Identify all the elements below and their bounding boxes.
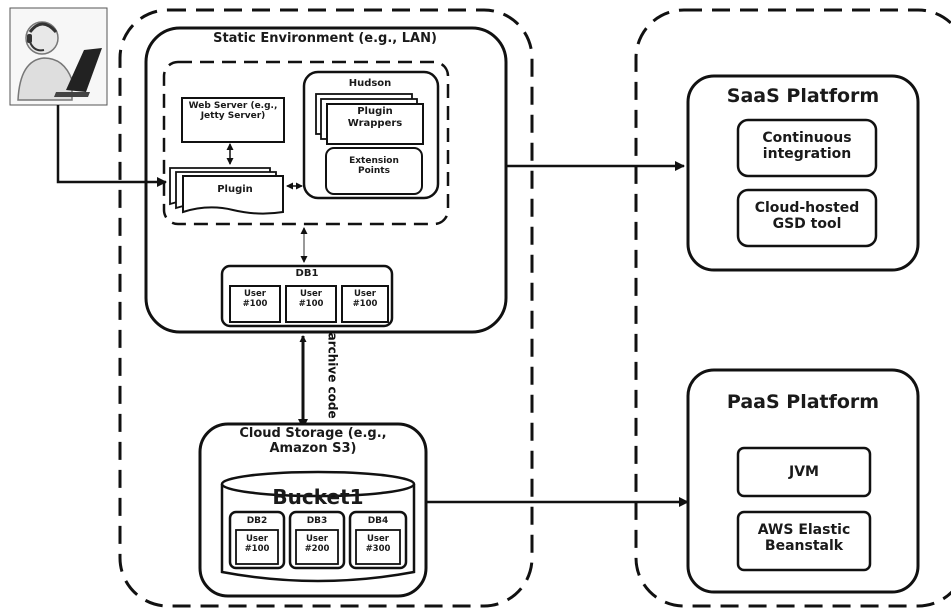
saas-platform-title: SaaS Platform	[726, 85, 880, 107]
plugin-wrappers-label: Plugin Wrappers	[347, 106, 403, 129]
db1-user-label: User #100	[298, 289, 324, 309]
user-laptop-icon	[9, 7, 108, 106]
continuous-integration-box	[736, 118, 878, 178]
cloud-storage-title: Cloud Storage (e.g., Amazon S3)	[239, 426, 387, 456]
db1-label: DB1	[295, 268, 319, 279]
jvm-box	[736, 446, 872, 498]
db4-label: DB4	[367, 516, 389, 526]
right-dashed-container	[634, 8, 951, 608]
jvm-label: JVM	[789, 464, 819, 480]
db2-label: DB2	[246, 516, 268, 526]
db2-user-label: User #100	[244, 534, 270, 554]
aws-beanstalk-box	[736, 510, 872, 572]
plugin-label: Plugin	[217, 184, 253, 195]
bucket-label: Bucket1	[272, 485, 364, 509]
db1-user-box	[229, 285, 281, 323]
hudson-label: Hudson	[348, 78, 392, 89]
extension-points-box	[325, 147, 423, 195]
db3-user-label: User #200	[304, 534, 330, 554]
left-dashed-container	[118, 8, 534, 608]
db1-user-box	[341, 285, 389, 323]
plugin-wrappers-stack	[315, 93, 424, 145]
inner-dashed-box	[162, 60, 450, 226]
archive-code-label: archive code	[325, 332, 340, 419]
aws-beanstalk-label: AWS Elastic Beanstalk	[757, 522, 851, 555]
db1-user-label: User #100	[242, 289, 268, 309]
db1-user-box	[285, 285, 337, 323]
db4-user-label: User #300	[365, 534, 391, 554]
web-server-box	[181, 97, 285, 143]
continuous-integration-label: Continuous integration	[762, 130, 852, 163]
paas-platform-title: PaaS Platform	[726, 391, 880, 413]
db3-label: DB3	[306, 516, 328, 526]
db1-user-label: User #100	[352, 289, 378, 309]
extension-points-label: Extension Points	[349, 156, 399, 177]
web-server-label: Web Server (e.g., Jetty Server)	[188, 101, 278, 122]
static-env-title: Static Environment (e.g., LAN)	[213, 31, 437, 46]
user-to-plugin-arrow	[56, 105, 167, 187]
db-cylinders	[228, 510, 408, 570]
gsd-tool-label: Cloud-hosted GSD tool	[754, 200, 860, 233]
plugin-stack	[169, 167, 284, 215]
gsd-tool-box	[736, 188, 878, 248]
